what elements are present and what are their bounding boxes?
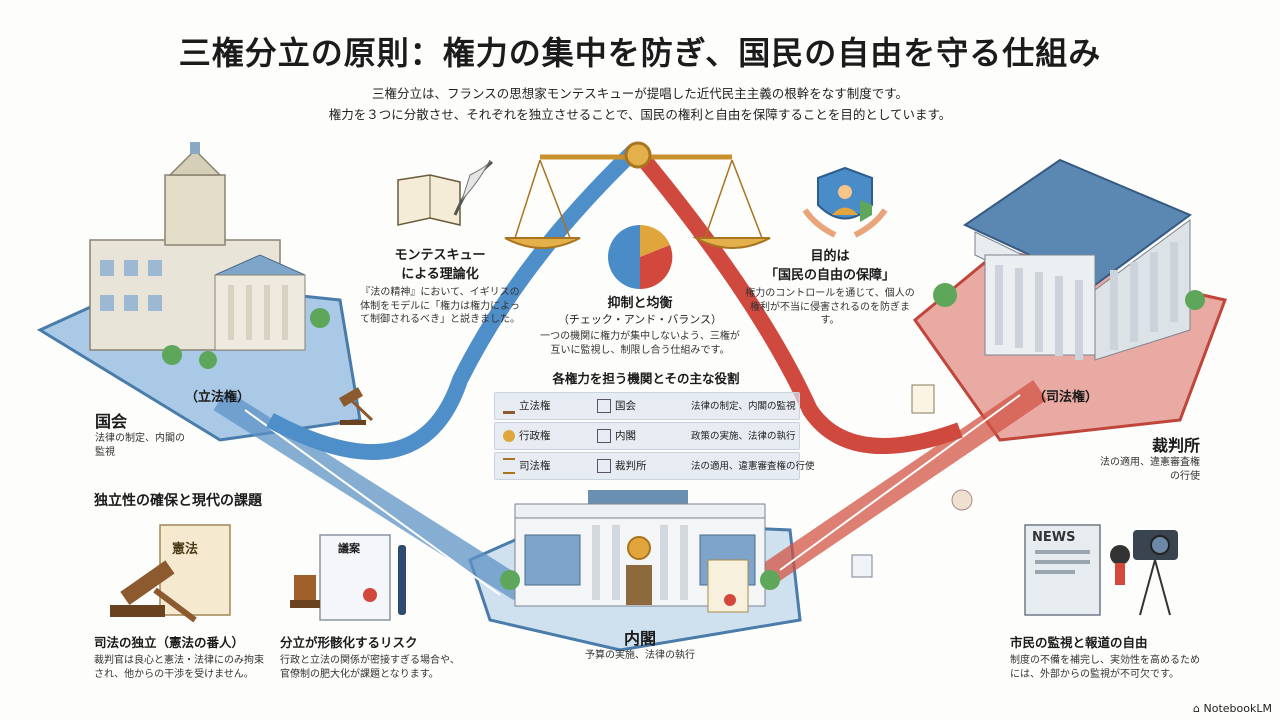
- roles-title: 各権力を担う機関とその主な役割: [552, 371, 740, 386]
- road-left-arrow: [244, 409, 501, 596]
- shield-icon: [802, 166, 888, 238]
- checks-subtitle: （チェック・アンド・バランス）: [557, 313, 723, 326]
- bill-stamp-icon: [290, 534, 406, 621]
- checks-block: 抑制と均衡 （チェック・アンド・バランス） 一つの機関に権力が集中しないよう、三…: [540, 292, 740, 357]
- judicial-independence-block: 司法の独立（憲法の番人） 裁判官は良心と憲法・法律にのみ拘束され、他からの干渉を…: [94, 632, 264, 681]
- row-power: 司法権: [519, 460, 551, 472]
- table-row: 司法権 裁判所 法の適用、違憲審査権の行使: [494, 452, 815, 480]
- montesquieu-block: モンテスキュー による理論化 『法の精神』において、イギリスの体制をモデルに「権…: [360, 244, 520, 327]
- judicial-tag: （司法権）: [1033, 390, 1099, 405]
- diet-building-icon: [89, 142, 330, 369]
- purpose-block: 目的は 「国民の自由の保障」 権力のコントロールを通じて、個人の権利が不当に侵害…: [745, 245, 915, 328]
- emblem-gold: [640, 224, 670, 257]
- table-row: 立法権 国会 法律の制定、内閣の監視: [494, 392, 800, 420]
- judicial-name: 裁判所: [1151, 436, 1200, 455]
- checks-body: 一つの機関に権力が集中しないよう、三権が互いに監視し、制限し合う仕組みです。: [540, 331, 740, 356]
- book-icon: [397, 159, 493, 226]
- emblem-blue: [608, 225, 640, 289]
- purpose-title-1: 目的は: [810, 249, 850, 264]
- road-right-arrow: [779, 394, 1021, 571]
- constitution-gavel-icon: [110, 524, 231, 623]
- legislative-tag: （立法権）: [185, 390, 251, 405]
- executive-desc: 予算の実施、法律の執行: [585, 650, 695, 661]
- scale-pivot: [624, 141, 652, 169]
- road-left: [213, 389, 527, 601]
- building-icon: [597, 399, 611, 413]
- constitution-label: 憲法: [172, 542, 199, 557]
- executive-block: 内閣 予算の実施、法律の執行: [580, 625, 700, 663]
- subtitle-line-2: 権力を３つに分散させ、それぞれを独立させることで、国民の権利と自由を保障すること…: [328, 107, 952, 122]
- road-right: [753, 380, 1047, 590]
- row-power: 行政権: [519, 430, 551, 442]
- formalization-body: 行政と立法の関係が密接すぎる場合や、官僚制の肥大化が課題となります。: [280, 655, 460, 680]
- brand-icon: ⌂: [1193, 702, 1201, 715]
- red-arrow: [633, 149, 963, 454]
- row-organ: 内閣: [615, 430, 636, 442]
- formalization-title: 分立が形骸化するリスク: [280, 635, 418, 650]
- table-row: 行政権 内閣 政策の実施、法律の執行: [494, 422, 800, 450]
- row-role: 政策の実施、法律の執行: [691, 431, 796, 442]
- gavel-small-icon: [338, 387, 374, 425]
- purpose-title-2: 「国民の自由の保障」: [764, 268, 895, 283]
- media-body: 制度の不備を補完し、実効性を高めるためには、外部からの監視が不可欠です。: [1010, 655, 1200, 680]
- document-small-icon: [911, 384, 935, 414]
- building-icon: [597, 429, 611, 443]
- row-organ: 裁判所: [615, 460, 647, 472]
- formalization-block: 分立が形骸化するリスク 行政と立法の関係が密接すぎる場合や、官僚制の肥大化が課題…: [280, 632, 460, 681]
- paper-hand-icon: [851, 554, 873, 578]
- gavel-icon: [503, 399, 515, 414]
- scale-pan-right: [692, 237, 771, 249]
- row-role: 法律の制定、内閣の監視: [691, 401, 796, 412]
- judicial-block: 裁判所 法の適用、違憲審査権の行使: [1100, 432, 1200, 483]
- brand-logo: ⌂ NotebookLM: [1193, 702, 1272, 715]
- executive-name: 内閣: [623, 629, 656, 648]
- scale-pan-left: [504, 237, 581, 249]
- subtitle-line-1: 三権分立は、フランスの思想家モンテスキューが提唱した近代民主主義の根幹をなす制度…: [371, 86, 908, 101]
- row-power: 立法権: [519, 400, 551, 412]
- purpose-body: 権力のコントロールを通じて、個人の権利が不当に侵害されるのを防ぎます。: [745, 288, 915, 326]
- cabinet-building-icon: [500, 490, 780, 613]
- blue-arrow: [266, 144, 641, 460]
- bill-label: 議案: [338, 542, 360, 555]
- news-media-icon: [1024, 524, 1178, 616]
- building-icon: [597, 459, 611, 473]
- legislative-desc: 法律の制定、内閣の監視: [95, 433, 185, 458]
- legislative-block: 国会 法律の制定、内閣の監視: [95, 408, 185, 459]
- news-label: NEWS: [1032, 530, 1076, 545]
- coin-icon: [503, 430, 515, 442]
- montesquieu-body: 『法の精神』において、イギリスの体制をモデルに「権力は権力によって制御されるべき…: [360, 287, 520, 325]
- brand-name: NotebookLM: [1203, 702, 1272, 715]
- montesquieu-title-2: による理論化: [401, 267, 479, 282]
- page-title: 三権分立の原則：権力の集中を防ぎ、国民の自由を守る仕組み: [178, 34, 1102, 72]
- media-block: 市民の監視と報道の自由 制度の不備を補完し、実効性を高めるためには、外部からの監…: [1010, 632, 1200, 681]
- judicial-independence-body: 裁判官は良心と憲法・法律にのみ拘束され、他からの干渉を受けません。: [94, 655, 264, 680]
- judicial-independence-title: 司法の独立（憲法の番人）: [94, 635, 245, 650]
- judicial-desc: 法の適用、違憲審査権の行使: [1100, 457, 1200, 482]
- checks-title: 抑制と均衡: [607, 296, 673, 311]
- legislative-name: 国会: [95, 412, 128, 431]
- court-building-icon: [933, 158, 1205, 361]
- scales-icon: [503, 458, 515, 474]
- magnifier-icon: [951, 489, 973, 511]
- row-organ: 国会: [615, 400, 636, 412]
- media-title: 市民の監視と報道の自由: [1010, 635, 1148, 650]
- emblem-red: [640, 245, 673, 290]
- row-role: 法の適用、違憲審査権の行使: [691, 461, 815, 472]
- montesquieu-title-1: モンテスキュー: [394, 248, 486, 263]
- independence-title: 独立性の確保と現代の課題: [94, 493, 262, 509]
